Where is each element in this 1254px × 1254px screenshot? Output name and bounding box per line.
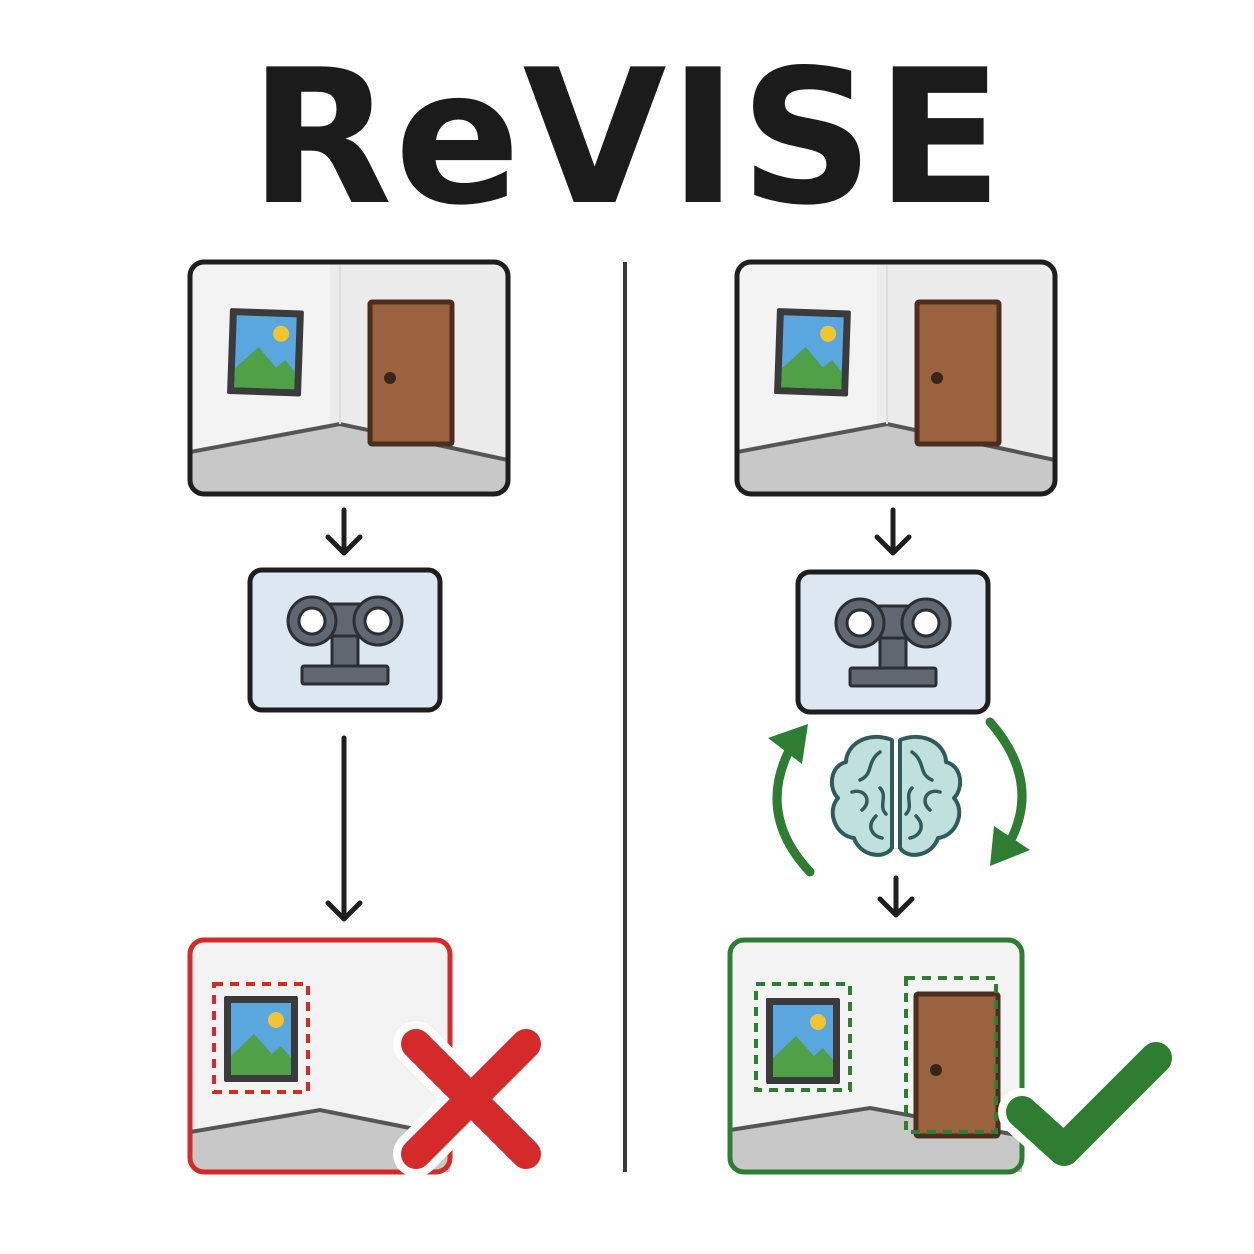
output-scene-correct [727,937,1025,1175]
detection-box-picture [212,982,310,1094]
vision-model-icon [798,572,988,712]
door-icon [916,994,998,1136]
picture-frame-icon [224,996,298,1082]
door-icon [370,302,452,444]
panel-baseline [187,259,549,1177]
door-icon [917,302,999,444]
refine-loop-arrows-icon [768,717,1030,877]
down-arrow-icon [877,507,909,553]
down-arrow-icon [328,735,360,919]
down-arrow-icon [328,507,360,553]
input-scene-right [734,259,1058,497]
panel-revise [727,259,1180,1175]
brain-icon [829,734,963,857]
input-scene-left [187,259,511,497]
vision-model-icon [250,570,440,710]
picture-frame-icon [766,998,840,1084]
detection-box-door [904,976,998,1134]
red-x-icon [393,1021,549,1177]
picture-frame-icon [226,308,304,397]
green-check-icon [998,1034,1180,1174]
down-arrow-icon [880,875,912,915]
picture-frame-icon [773,308,851,397]
detection-box-picture [754,982,852,1092]
title: ReVISE [249,29,1005,246]
